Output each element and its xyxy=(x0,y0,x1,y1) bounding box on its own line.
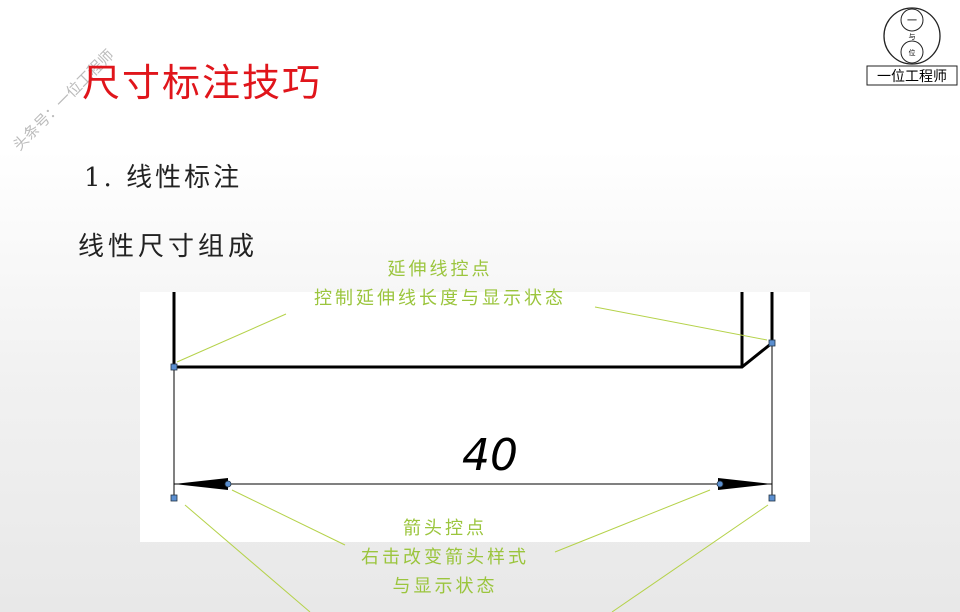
leader-line xyxy=(554,489,711,553)
extension-end-grip-right[interactable] xyxy=(768,494,776,502)
logo-top-char: 一 xyxy=(907,16,917,27)
arrow-grip-left[interactable] xyxy=(224,480,232,488)
note-line: 延伸线控点 xyxy=(387,259,493,280)
leader-line xyxy=(611,504,769,612)
leader-line xyxy=(231,489,346,546)
leader-line xyxy=(184,504,311,612)
logo-bottom-char: 位 xyxy=(909,48,916,57)
arrow-grip-note: 箭头控点 右击改变箭头样式 与显示状态 xyxy=(330,514,560,601)
logo-caption: 一位工程师 xyxy=(877,69,947,85)
logo-mid-char: 与 xyxy=(909,33,916,41)
logo: 一 与 位 一位工程师 xyxy=(866,2,958,86)
extension-grip-note: 延伸线控点 控制延伸线长度与显示状态 xyxy=(290,255,590,313)
extension-grip-left[interactable] xyxy=(170,363,178,371)
subheading: 线性尺寸组成 xyxy=(78,232,259,262)
note-line: 箭头控点 xyxy=(403,518,487,539)
arrowhead-left[interactable] xyxy=(174,478,228,490)
arrowhead-right[interactable] xyxy=(718,478,772,490)
extension-end-grip-left[interactable] xyxy=(170,494,178,502)
slide-title: 尺寸标注技巧 xyxy=(82,61,323,105)
leader-line xyxy=(176,313,287,363)
section-heading: 1. 线性标注 xyxy=(84,163,243,193)
dimension-value: 40 xyxy=(462,430,518,481)
arrow-grip-right[interactable] xyxy=(716,480,724,488)
note-line: 控制延伸线长度与显示状态 xyxy=(314,288,566,309)
note-line: 与显示状态 xyxy=(392,576,498,597)
leader-line xyxy=(594,306,768,341)
note-line: 右击改变箭头样式 xyxy=(361,547,529,568)
extension-grip-right[interactable] xyxy=(768,339,776,347)
